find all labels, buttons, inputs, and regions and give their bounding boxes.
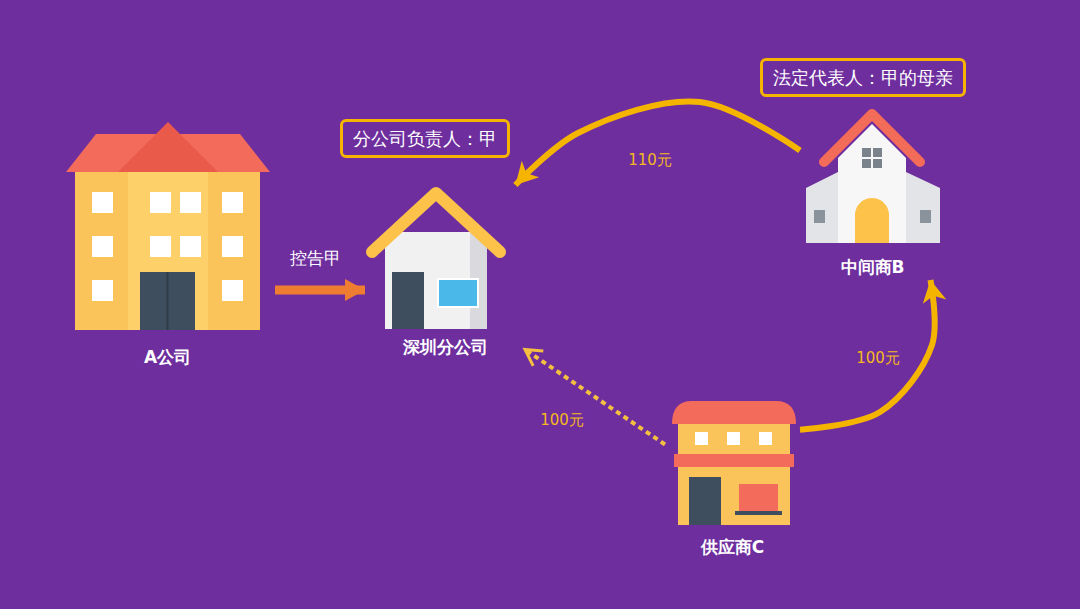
- window: [150, 192, 171, 213]
- window: [222, 192, 243, 213]
- door: [689, 477, 721, 525]
- node-label: 深圳分公司: [403, 337, 488, 358]
- flow-arrow: [800, 280, 935, 430]
- middleman-node: 中间商B: [800, 105, 945, 280]
- door-split: [167, 272, 169, 330]
- house-wing: [906, 172, 940, 243]
- window: [222, 280, 243, 301]
- building-tower: [128, 150, 208, 330]
- node-label: 供应商C: [701, 537, 764, 558]
- edge-label: 100元: [537, 411, 587, 429]
- node-label: 法定代表人：甲的母亲: [773, 66, 953, 89]
- flow-arrow: [525, 350, 665, 445]
- window: [92, 280, 113, 301]
- window-pane: [862, 159, 871, 168]
- window: [727, 432, 740, 445]
- flow-arrow: [275, 286, 365, 295]
- window-pane: [873, 159, 882, 168]
- window: [180, 192, 201, 213]
- node-label: A公司: [144, 347, 191, 368]
- window: [222, 236, 243, 257]
- node-label: 中间商B: [841, 257, 905, 278]
- window-sill: [735, 511, 782, 515]
- door: [140, 272, 195, 330]
- building-gable: [118, 122, 218, 172]
- edge-label: 控告甲: [287, 248, 344, 268]
- window-pane: [862, 148, 871, 157]
- edge-label: 100元: [853, 349, 903, 367]
- house-wing: [806, 172, 838, 243]
- supplier-shop: [672, 401, 796, 525]
- window: [438, 279, 478, 307]
- house-roof: [824, 114, 920, 162]
- branch-node: 深圳分公司: [365, 185, 525, 360]
- window: [150, 236, 171, 257]
- flow-arrow: [515, 101, 800, 185]
- node-label: 分公司负责人：甲: [353, 127, 497, 150]
- company-node: A公司: [60, 120, 275, 370]
- supplier-node: 供应商C: [665, 395, 800, 560]
- door: [855, 198, 889, 243]
- edge-label: 110元: [625, 151, 675, 169]
- shop-wall: [678, 420, 790, 525]
- middleman-house: [806, 114, 940, 243]
- door: [392, 272, 424, 329]
- house-roof: [372, 193, 500, 252]
- shop-band: [674, 454, 794, 467]
- window: [814, 210, 825, 223]
- role-callout: 分公司负责人：甲: [340, 119, 510, 158]
- window: [695, 432, 708, 445]
- role-callout: 法定代表人：甲的母亲: [760, 58, 966, 97]
- window-pane: [873, 148, 882, 157]
- shop-window: [739, 484, 778, 511]
- branch-house: [372, 193, 500, 329]
- office-building: [66, 122, 270, 330]
- window: [92, 192, 113, 213]
- window: [759, 432, 772, 445]
- window: [180, 236, 201, 257]
- window: [920, 210, 931, 223]
- house-wall: [385, 232, 487, 329]
- shop-roof: [672, 401, 796, 424]
- window: [92, 236, 113, 257]
